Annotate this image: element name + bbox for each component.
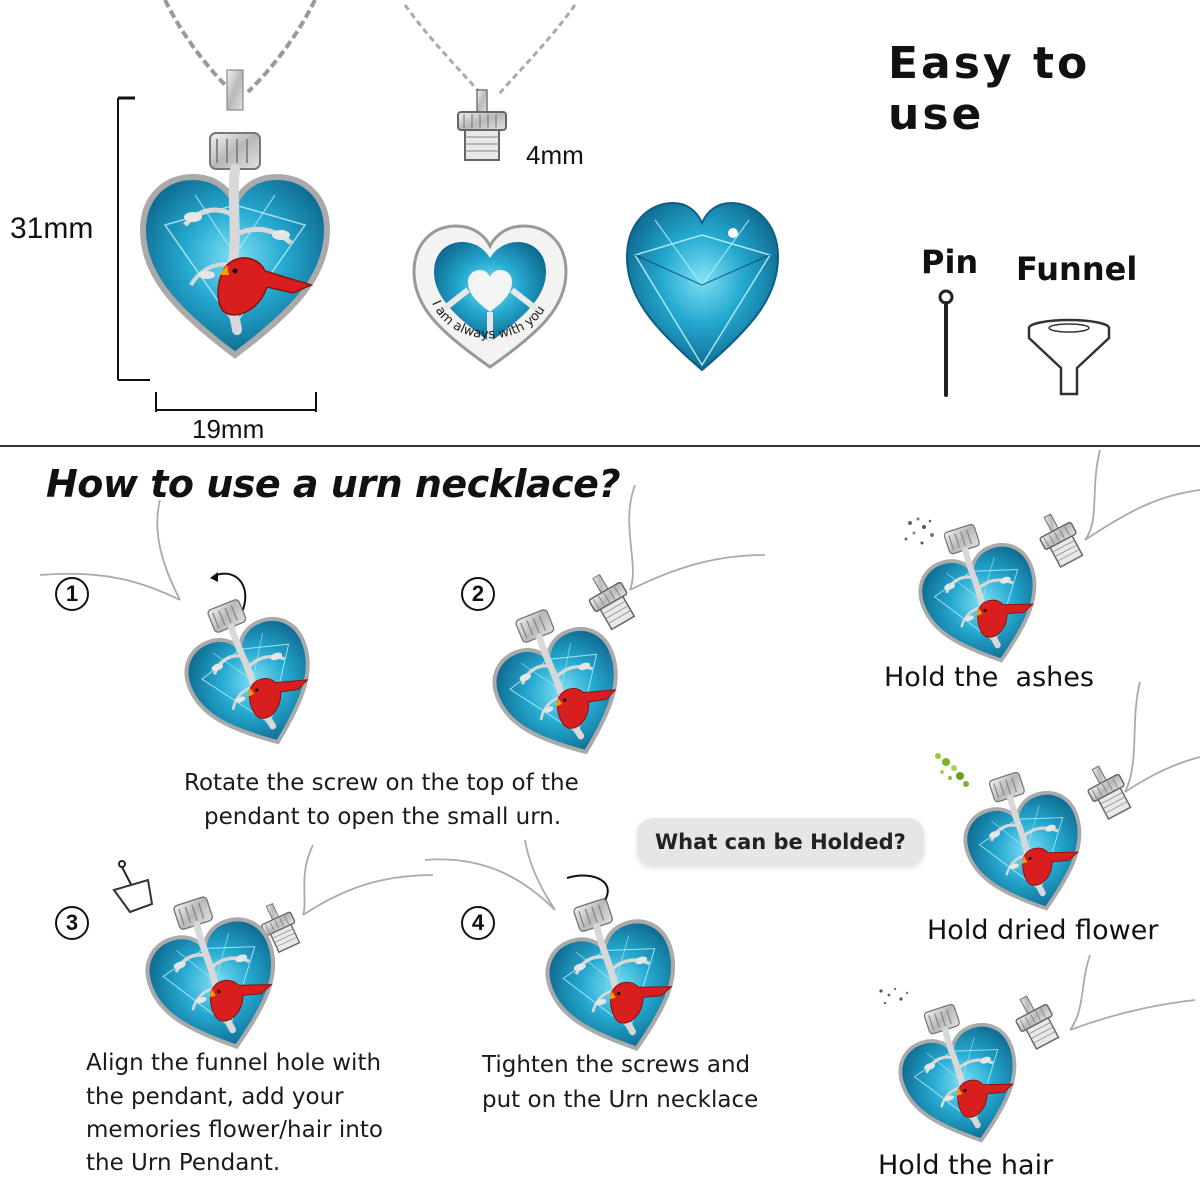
step-1-pendant-image [168, 595, 333, 750]
step-3-text-line3: memories flower/hair into [86, 1117, 383, 1143]
step-3-pendant-image [130, 893, 295, 1053]
section-divider [0, 445, 1200, 447]
screw-dimension-label: 4mm [526, 140, 584, 170]
hold-flower-cord [1124, 681, 1200, 793]
step-3-cord [302, 844, 434, 916]
step-3-text-line2: the pendant, add your [86, 1084, 344, 1110]
pin-label: Pin [921, 243, 979, 281]
crystal-heart-image [625, 201, 780, 372]
funnel-label: Funnel [1016, 250, 1138, 288]
step-1-cord [39, 499, 181, 601]
screw-chain [403, 4, 577, 96]
ashes-particles-icon [904, 517, 934, 545]
hold-ashes-pendant-image [900, 520, 1060, 670]
hair-particles-icon [879, 987, 909, 1005]
step-1-text-line2: pendant to open the small urn. [204, 804, 562, 830]
hold-flower-pendant-image [945, 768, 1105, 918]
step-4-text-line2: put on the Urn necklace [482, 1087, 759, 1113]
pendant-back-image [412, 224, 568, 369]
hold-ashes-cord [1084, 449, 1200, 541]
pin-icon [938, 289, 954, 397]
height-dimension-label: 31mm [10, 212, 94, 245]
screw-cap-image [456, 88, 508, 162]
what-can-be-holded-badge: What can be Holded? [637, 818, 924, 866]
step-4-text-line1: Tighten the screws and [482, 1052, 751, 1078]
hold-ashes-label: Hold the ashes [884, 662, 1094, 693]
main-pendant-image [125, 69, 345, 390]
step-2-number: 2 [461, 577, 495, 611]
step-2-pendant-image [476, 605, 641, 760]
hold-flower-label: Hold dried flower [927, 915, 1159, 946]
necklace-chain [163, 0, 317, 94]
svg-text:I am always with you: I am always with you [428, 298, 548, 342]
step-4-number: 4 [461, 906, 495, 940]
step-1-number: 1 [55, 577, 89, 611]
dried-flower-particles-icon [935, 753, 969, 787]
hold-hair-cord [1069, 954, 1196, 1031]
step-4-cord [424, 839, 556, 911]
page-title: Easy to use [888, 38, 1091, 140]
step-3-pin-funnel-icon [112, 860, 154, 914]
step-1-text-line1: Rotate the screw on the top of the [184, 770, 579, 796]
howto-title: How to use a urn necklace? [46, 462, 621, 506]
engraving-text: I am always with you [428, 298, 548, 342]
hold-hair-label: Hold the hair [878, 1150, 1054, 1181]
funnel-icon [1027, 318, 1111, 396]
step-3-number: 3 [55, 906, 89, 940]
width-dimension-label: 19mm [192, 414, 265, 444]
hold-hair-pendant-image [880, 1000, 1040, 1150]
dimension-lines [117, 96, 317, 412]
step-4-pendant-image [530, 895, 695, 1055]
step-3-text-line4: the Urn Pendant. [86, 1150, 281, 1176]
step-2-cord [628, 484, 766, 591]
step-3-text-line1: Align the funnel hole with [86, 1050, 382, 1076]
